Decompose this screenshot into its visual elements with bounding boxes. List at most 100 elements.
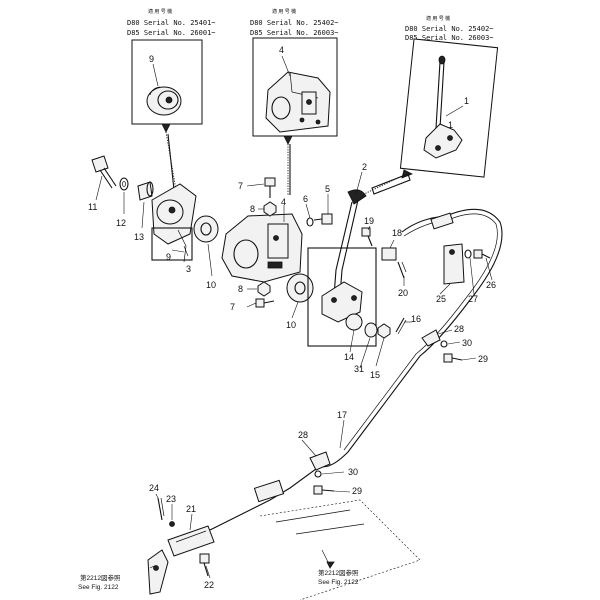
bracket-4: [221, 213, 303, 283]
bolt-7-upper: [264, 177, 276, 198]
bolt-26: [473, 249, 491, 259]
washer-6: [306, 217, 314, 227]
detail-box-right: 適 用 号 機 D80 Serial No. 25402~ D85 Serial…: [399, 15, 499, 179]
part-number-28-lower: 28: [298, 430, 308, 440]
ref-right-jp: 第2212図参照: [318, 568, 359, 577]
pin-24: [157, 497, 165, 521]
cable-17: [209, 208, 503, 531]
box-left-applicability: 適 用 号 機: [148, 8, 172, 15]
washer-30-lower: [314, 470, 322, 478]
part-number-18: 18: [392, 228, 402, 238]
figure-references: 第2212図参照 See Fig. 2122 第2212図参照 See Fig.…: [78, 568, 359, 591]
part-number-2: 2: [362, 162, 367, 172]
box-right-part-label: 1: [464, 96, 469, 106]
part-number-27: 27: [468, 294, 478, 304]
bushing-13: [137, 181, 154, 201]
bolt-19: [361, 227, 373, 247]
ref-left-jp: 第2212図参照: [80, 573, 121, 582]
part-number-30-lower: 30: [348, 467, 358, 477]
part-number-17: 17: [337, 410, 347, 420]
lever-base-plate: [321, 281, 363, 323]
part-number-31: 31: [354, 364, 364, 374]
lever-end-left: [147, 549, 169, 595]
box-right-serial-2: D85 Serial No. 26003~: [405, 34, 494, 42]
ref-right-en: See Fig. 2122: [318, 579, 359, 586]
nut-15: [377, 323, 391, 339]
clip-28-upper: [421, 329, 441, 347]
washer-27: [464, 249, 472, 259]
part-number-25: 25: [436, 294, 446, 304]
part-4-detail: [265, 71, 331, 133]
washer-31: [364, 322, 378, 338]
washer-10-left: [193, 215, 219, 243]
clip-28-lower: [309, 451, 331, 471]
part-number-1: 1: [448, 120, 453, 130]
lever-9-bracket: [151, 227, 193, 261]
part-number-11: 11: [88, 202, 97, 212]
bolt-7-lower: [255, 298, 275, 308]
pin-16: [395, 317, 407, 335]
box-left-part-label: 9: [149, 54, 154, 64]
box-left-serial-2: D85 Serial No. 26001~: [127, 29, 216, 37]
box-middle-part-label: 4: [279, 45, 284, 55]
nut-8-upper: [263, 201, 277, 217]
part-number-16: 16: [411, 314, 421, 324]
washer-10-center: [286, 273, 314, 303]
part-number-10-center: 10: [286, 320, 296, 330]
lever-9: [151, 183, 197, 263]
box-middle-applicability: 適 用 号 機: [272, 8, 296, 15]
detail-box-left: 適 用 号 機 D80 Serial No. 25401~ D85 Serial…: [127, 8, 216, 133]
part-number-29-upper: 29: [478, 354, 488, 364]
part-number-5: 5: [325, 184, 330, 194]
yoke-21: [167, 525, 215, 557]
part-number-10-left: 10: [206, 280, 216, 290]
bolt-11: [91, 155, 117, 189]
box-right-frame: [399, 38, 499, 178]
part-number-23: 23: [166, 494, 176, 504]
washer-14: [345, 313, 363, 331]
block-18: [381, 247, 397, 261]
part-1-detail: [423, 55, 463, 159]
part-number-3: 3: [186, 264, 191, 274]
box-middle-serial-2: D85 Serial No. 26003~: [250, 29, 339, 37]
pin-23: [169, 521, 175, 527]
bracket-25: [443, 243, 465, 285]
part-number-21: 21: [186, 504, 196, 514]
leader-lines: [95, 171, 493, 579]
part-number-30-upper: 30: [462, 338, 472, 348]
part-number-6: 6: [303, 194, 308, 204]
part-number-19: 19: [364, 216, 374, 226]
washer-12: [119, 177, 129, 191]
bolt-29-lower: [313, 485, 335, 495]
bolt-29-upper: [443, 353, 463, 363]
part-number-13: 13: [134, 232, 144, 242]
part-number-29-lower: 29: [352, 486, 362, 496]
part-number-26: 26: [486, 280, 496, 290]
pin-20: [397, 261, 407, 279]
washer-30-upper: [440, 340, 448, 348]
part-number-15: 15: [370, 370, 380, 380]
detail-box-middle: 適 用 号 機 D80 Serial No. 25402~ D85 Serial…: [250, 8, 339, 145]
part-number-9: 9: [166, 252, 171, 262]
part-number-4: 4: [281, 197, 286, 207]
part-number-28-upper: 28: [454, 324, 464, 334]
box-middle-serial-1: D80 Serial No. 25402~: [250, 19, 339, 27]
part-number-12: 12: [116, 218, 126, 228]
frame-lower-right: [259, 499, 421, 600]
part-numbers: 1 2 3 4 5 6 7 7 8 8 9 10 10 11 12 13 14 …: [88, 120, 496, 590]
lever-2: [333, 189, 367, 297]
box-right-applicability: 適 用 号 機: [426, 15, 450, 22]
part-number-20: 20: [398, 288, 408, 298]
bolt-5: [313, 213, 333, 225]
bolt-22: [199, 553, 210, 577]
part-number-8-lower: 8: [238, 284, 243, 294]
box-right-serial-1: D80 Serial No. 25402~: [405, 25, 494, 33]
part-number-24: 24: [149, 483, 159, 493]
nut-8-lower: [257, 281, 271, 297]
part-number-22: 22: [204, 580, 214, 590]
part-9-detail: [146, 86, 182, 116]
box-left-serial-1: D80 Serial No. 25401~: [127, 19, 216, 27]
part-number-8-upper: 8: [250, 204, 255, 214]
